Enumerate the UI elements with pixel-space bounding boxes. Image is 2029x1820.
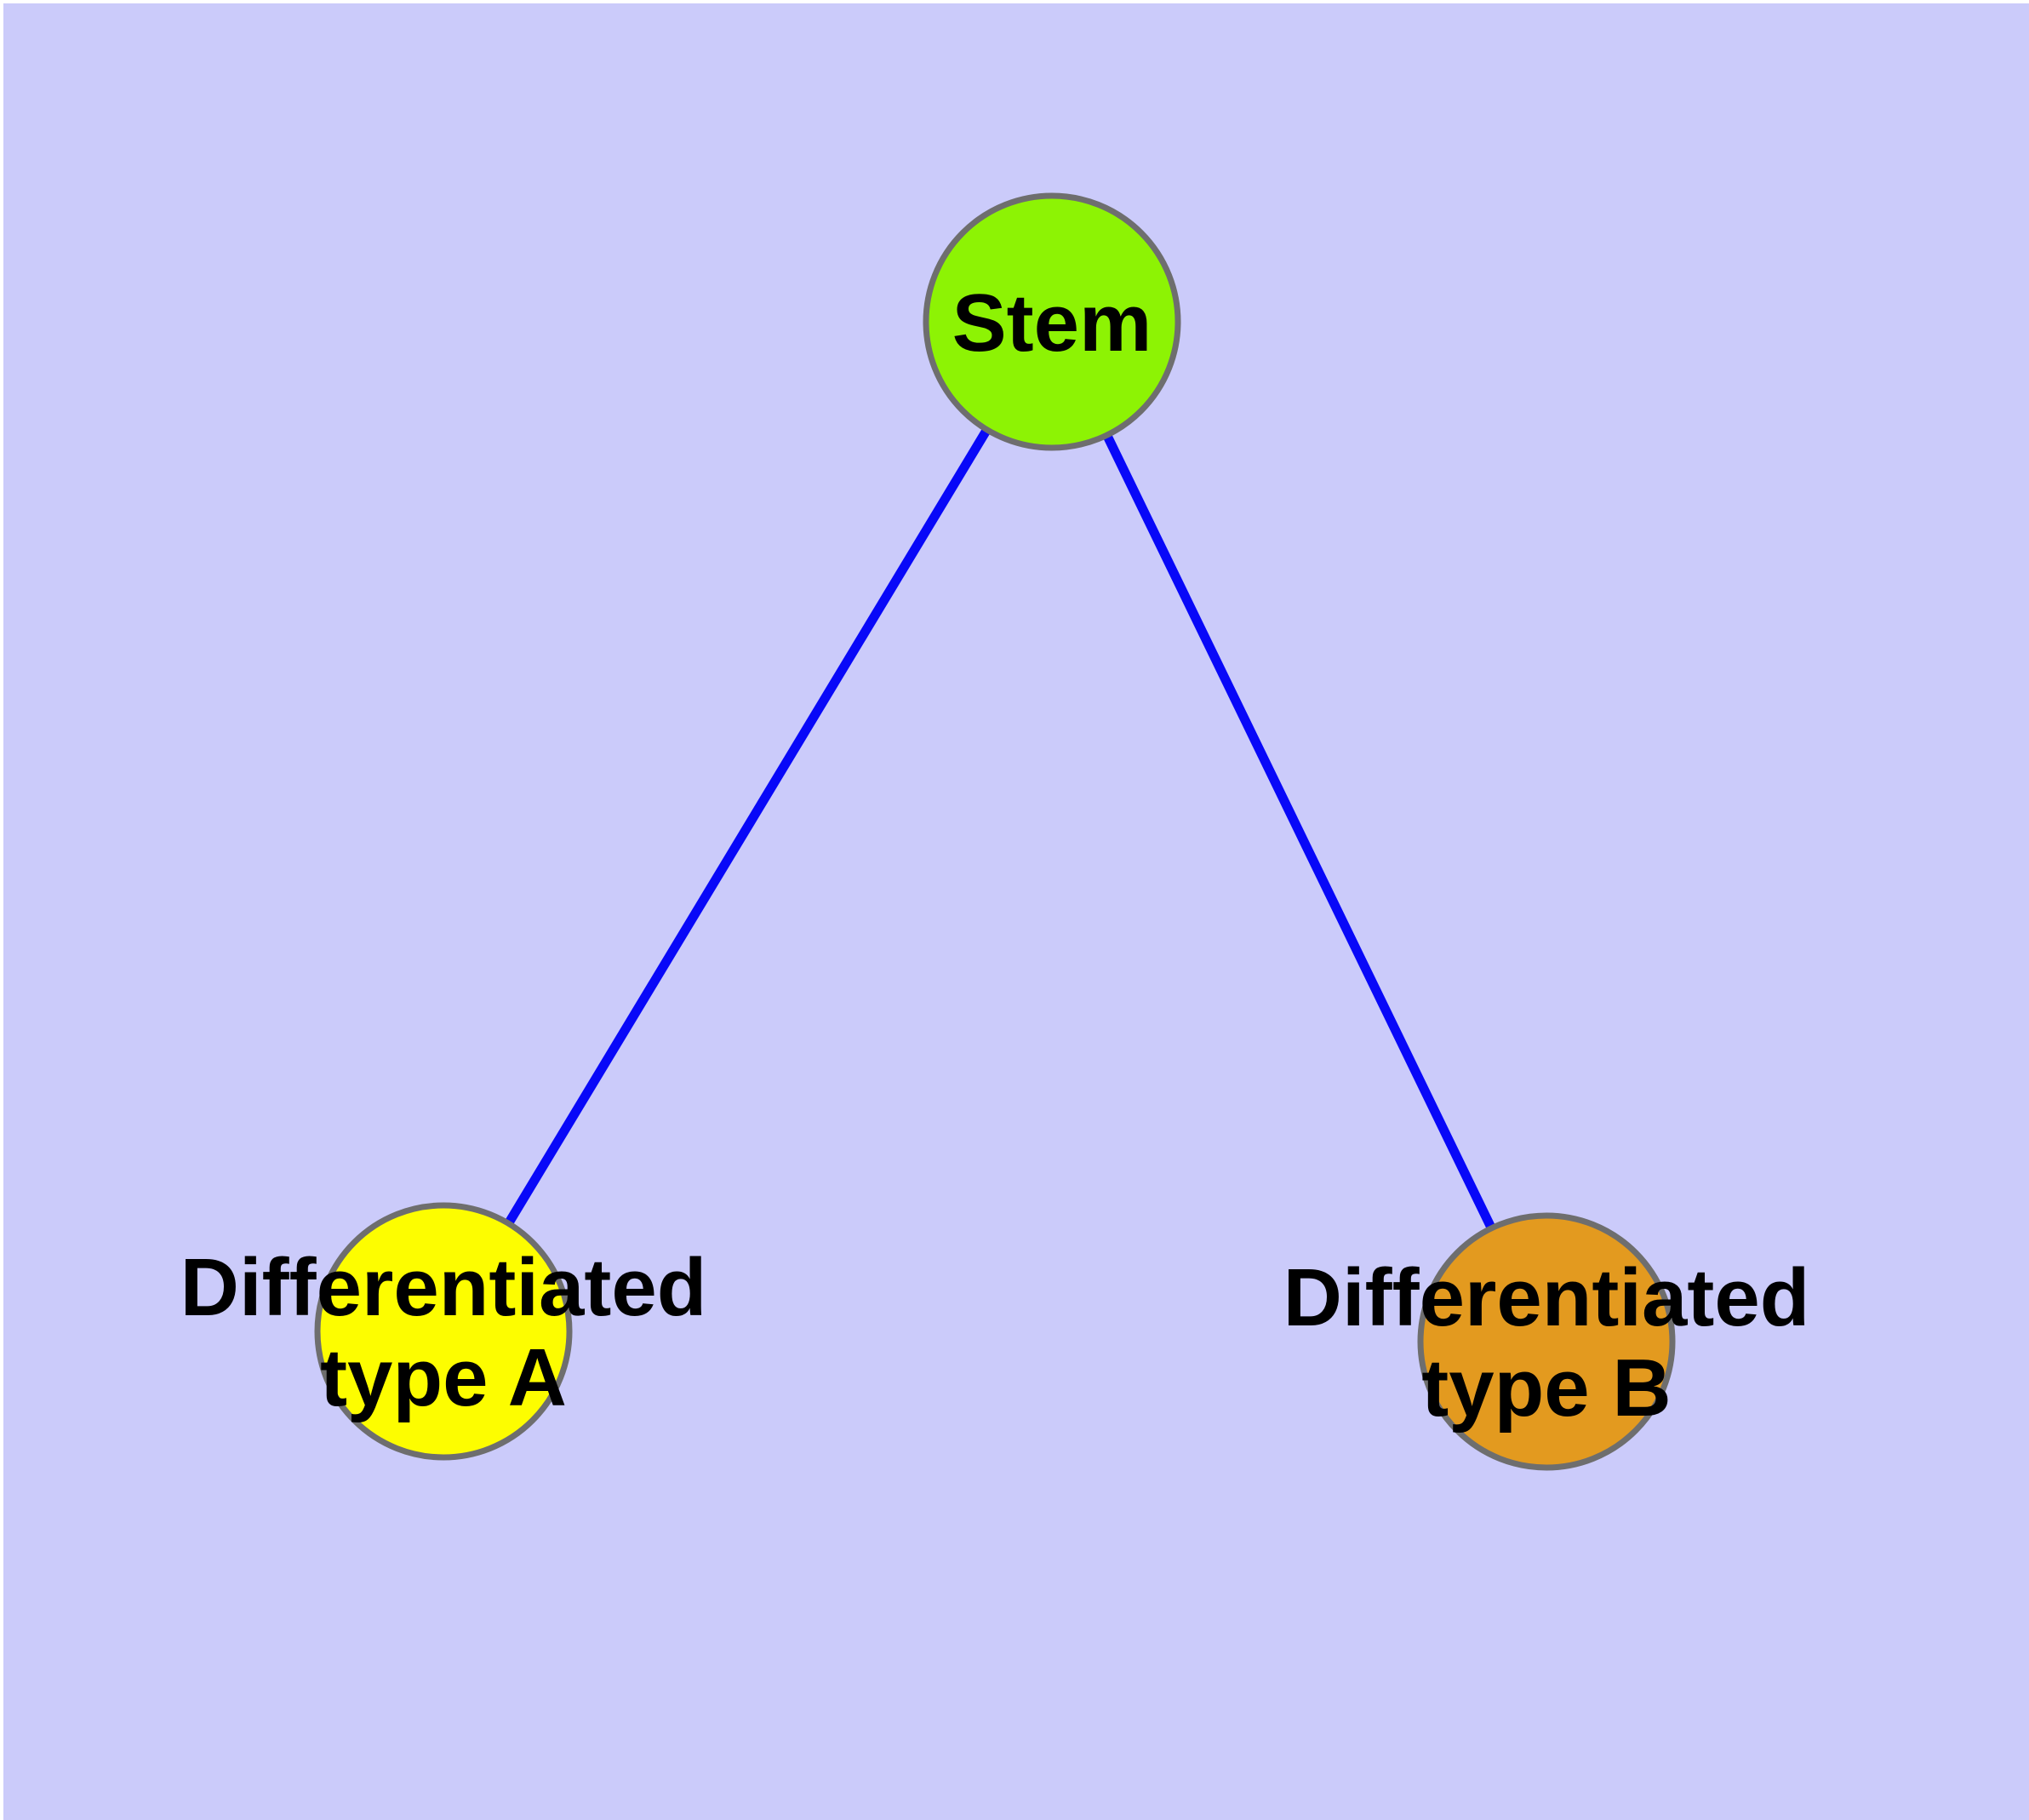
node-circle-diff-b xyxy=(1417,1212,1676,1471)
node-label-line: type A xyxy=(320,1332,567,1423)
edge-stem-to-diff-a xyxy=(439,319,1056,1334)
node-circle-stem xyxy=(923,192,1181,451)
node-label-stem: Stem xyxy=(952,278,1152,369)
nodes-layer xyxy=(314,192,1676,1471)
node-label-line: Differentiated xyxy=(180,1242,707,1333)
node-label-line: Stem xyxy=(952,278,1152,369)
node-circle-diff-a xyxy=(314,1202,573,1461)
edges-layer xyxy=(439,319,1551,1344)
node-label-line: type B xyxy=(1421,1342,1671,1434)
node-label-line: Differentiated xyxy=(1283,1252,1810,1343)
edge-stem-to-diff-b xyxy=(1048,319,1551,1344)
